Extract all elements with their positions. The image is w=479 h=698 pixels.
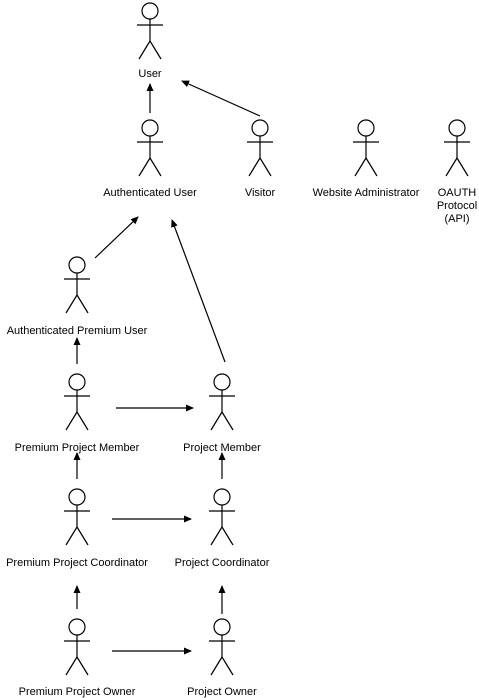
stick-figure-icon xyxy=(209,373,235,431)
actor-project-owner[interactable]: Project Owner xyxy=(187,618,257,698)
stick-figure-icon xyxy=(209,618,235,676)
actor-label: Website Administrator xyxy=(313,187,420,199)
stick-figure-icon xyxy=(444,119,470,177)
stick-figure-icon xyxy=(209,488,235,546)
generalization-arrow-project-member-to-authenticated-user xyxy=(171,219,226,363)
actor-label: Project Member xyxy=(183,442,261,454)
actor-authenticated-premium-user[interactable]: Authenticated Premium User xyxy=(7,256,148,337)
actor-label: Premium Project Owner xyxy=(19,686,136,698)
actor-label: Visitor xyxy=(245,187,276,199)
stick-figure-icon xyxy=(64,488,90,546)
stick-figure-icon xyxy=(64,256,90,314)
actor-user[interactable]: User xyxy=(137,2,163,80)
actor-premium-project-coordinator[interactable]: Premium Project Coordinator xyxy=(6,488,148,569)
generalization-arrow-authenticated-premium-user-to-authenticated-user xyxy=(94,216,139,259)
actor-visitor[interactable]: Visitor xyxy=(245,119,276,199)
actor-label: Premium Project Member xyxy=(15,442,140,454)
actor-website-administrator[interactable]: Website Administrator xyxy=(313,119,420,199)
stick-figure-icon xyxy=(137,2,163,60)
actor-label: Project Owner xyxy=(187,686,257,698)
actor-label: Project Coordinator xyxy=(175,557,270,569)
stick-figure-icon xyxy=(353,119,379,177)
generalization-arrow-visitor-to-user xyxy=(181,80,261,117)
actor-premium-project-member[interactable]: Premium Project Member xyxy=(15,373,140,454)
actor-label: Authenticated User xyxy=(103,187,197,199)
actor-label: Authenticated Premium User xyxy=(7,325,148,337)
actor-label: Protocol xyxy=(437,200,477,212)
actor-project-coordinator[interactable]: Project Coordinator xyxy=(175,488,270,569)
stick-figure-icon xyxy=(247,119,273,177)
actor-label: Premium Project Coordinator xyxy=(6,557,148,569)
stick-figure-icon xyxy=(64,373,90,431)
actor-label: User xyxy=(138,68,162,80)
actor-label: OAUTH xyxy=(438,187,477,199)
stick-figure-icon xyxy=(64,618,90,676)
actor-label: (API) xyxy=(444,213,469,225)
actor-authenticated-user[interactable]: Authenticated User xyxy=(103,119,197,199)
actor-project-member[interactable]: Project Member xyxy=(183,373,261,454)
actor-premium-project-owner[interactable]: Premium Project Owner xyxy=(19,618,136,698)
stick-figure-icon xyxy=(137,119,163,177)
